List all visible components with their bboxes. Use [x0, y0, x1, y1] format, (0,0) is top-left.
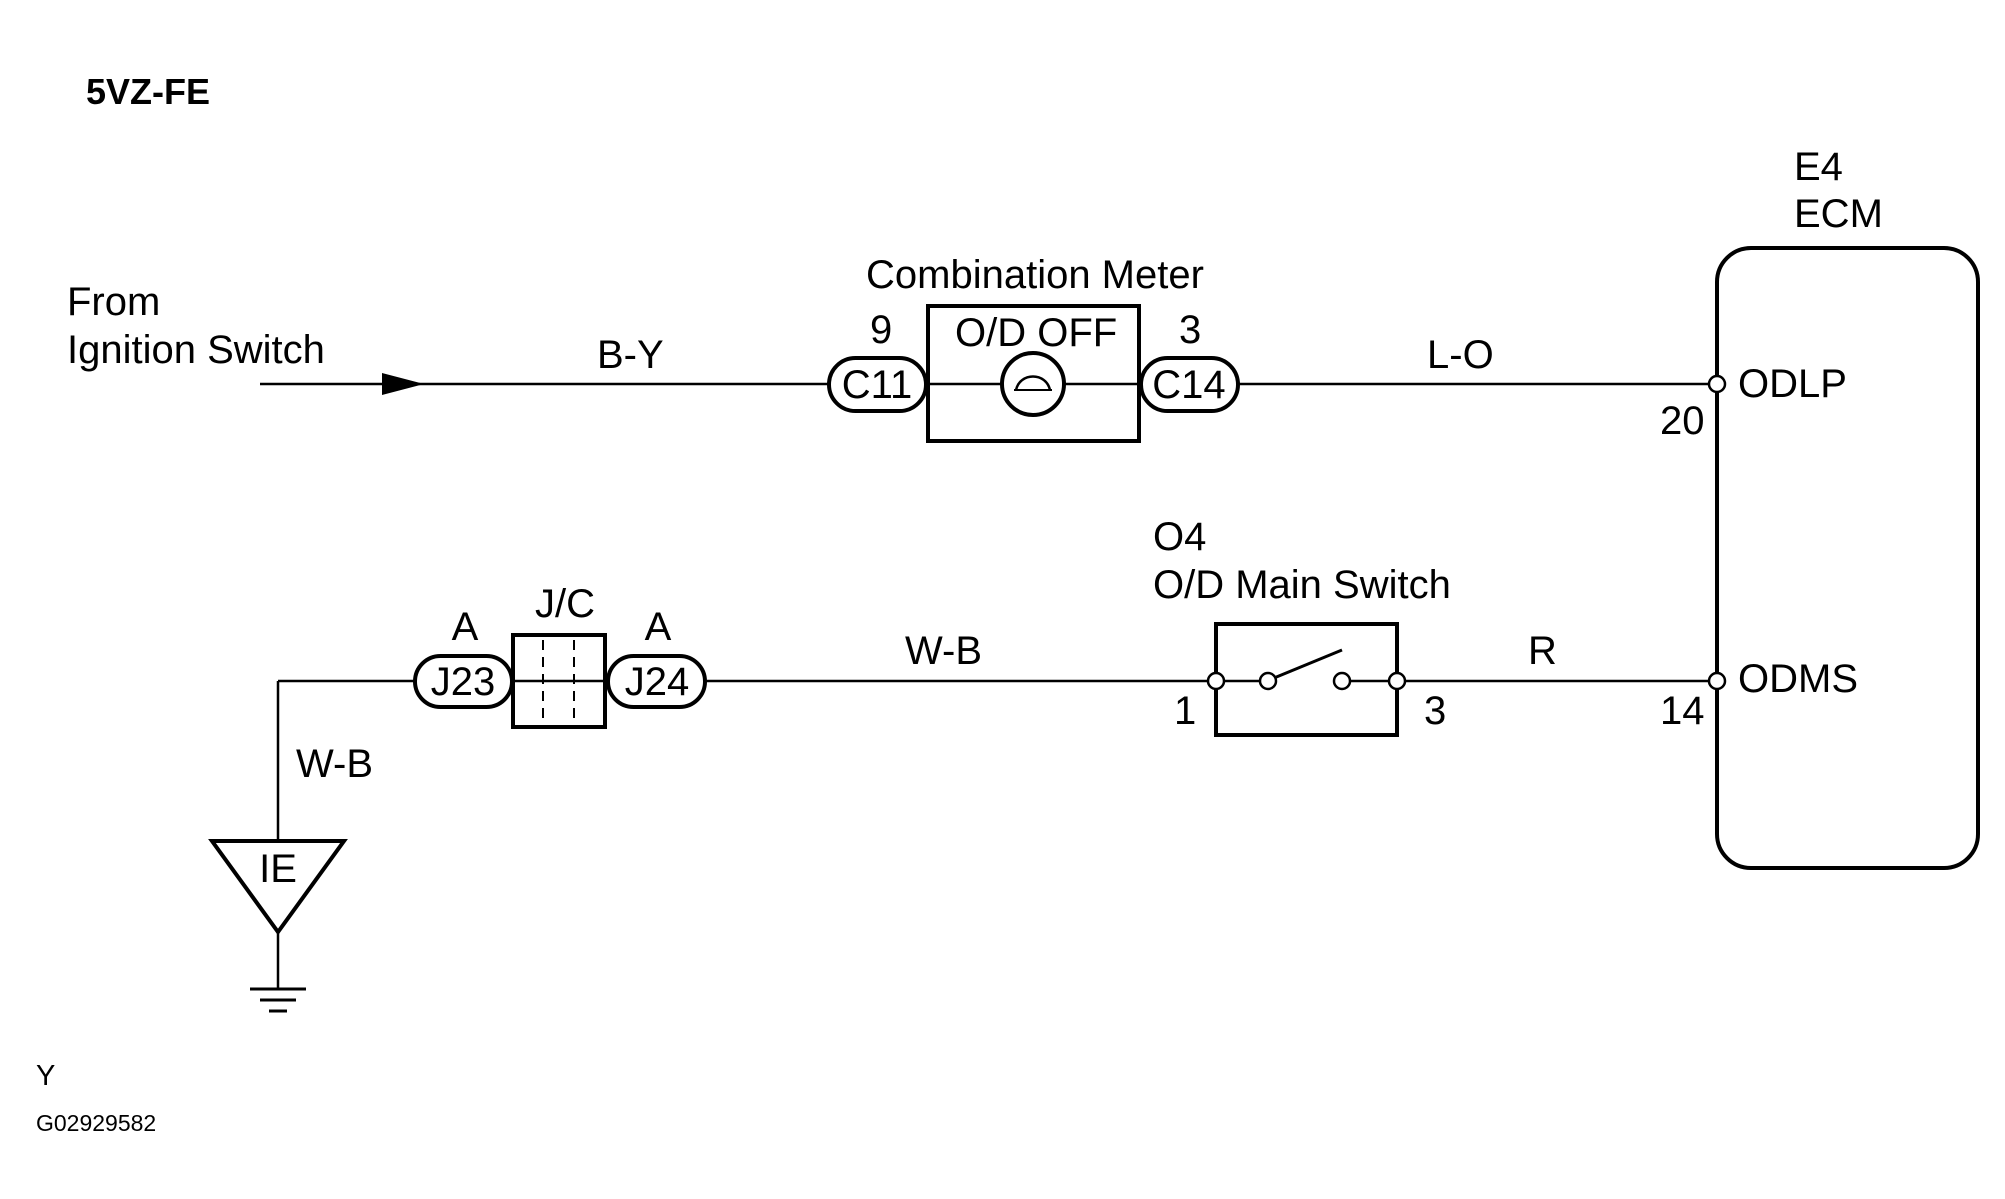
connector-j24-letter: A: [645, 605, 672, 649]
ecm-pin-odlp: ODLP: [1738, 362, 1847, 406]
combination-meter-title: Combination Meter: [866, 253, 1204, 297]
footer-code: Y: [36, 1060, 55, 1092]
pin-3-meter: 3: [1179, 308, 1201, 352]
connector-j23: [413, 654, 514, 709]
ecm-name: ECM: [1794, 192, 1883, 236]
wire-label-b-y: B-Y: [597, 333, 664, 377]
switch-box: [1214, 622, 1399, 737]
lamp-icon: [1000, 351, 1066, 417]
switch-contact-left: [1258, 671, 1278, 691]
engine-code: 5VZ-FE: [86, 71, 210, 112]
ecm-pin-20: 20: [1660, 399, 1705, 443]
connector-c14-label: C14: [1152, 363, 1225, 407]
switch-name: O/D Main Switch: [1153, 563, 1451, 607]
switch-pin-3: 3: [1424, 689, 1446, 733]
ecm-pin-top-terminal: [1707, 374, 1727, 394]
switch-code: O4: [1153, 515, 1206, 559]
ground-point-ie: [208, 839, 348, 936]
wire-label-l-o: L-O: [1427, 333, 1494, 377]
source-label-line2: Ignition Switch: [67, 328, 325, 372]
switch-terminal-1: [1206, 671, 1226, 691]
connector-j24-label: J24: [625, 660, 690, 704]
lamp-label: O/D OFF: [955, 311, 1117, 355]
ecm-box: [1715, 246, 1980, 870]
ecm-code: E4: [1794, 145, 1843, 189]
wire-label-w-b: W-B: [905, 629, 982, 673]
connector-c11-label: C11: [842, 363, 912, 407]
wire-label-ground-w-b: W-B: [296, 742, 373, 786]
switch-terminal-3: [1387, 671, 1407, 691]
arrow-head-icon: [382, 373, 424, 395]
figure-id: G02929582: [36, 1110, 156, 1136]
connector-c11: [827, 356, 928, 413]
ecm-pin-odms: ODMS: [1738, 657, 1858, 701]
ecm-pin-bottom-terminal: [1707, 671, 1727, 691]
switch-pin-1: 1: [1174, 689, 1196, 733]
wire-label-r: R: [1528, 629, 1557, 673]
source-label-line1: From: [67, 280, 160, 324]
connector-j23-letter: A: [452, 605, 479, 649]
switch-contact-right: [1332, 671, 1352, 691]
ecm-pin-14: 14: [1660, 689, 1705, 733]
connector-j23-label: J23: [431, 660, 496, 704]
switch-contact-blade-icon: [1273, 648, 1343, 680]
lamp-filament-icon: [1014, 375, 1052, 391]
ground-label: IE: [259, 847, 297, 891]
pin-9: 9: [870, 308, 892, 352]
junction-label: J/C: [535, 582, 595, 626]
